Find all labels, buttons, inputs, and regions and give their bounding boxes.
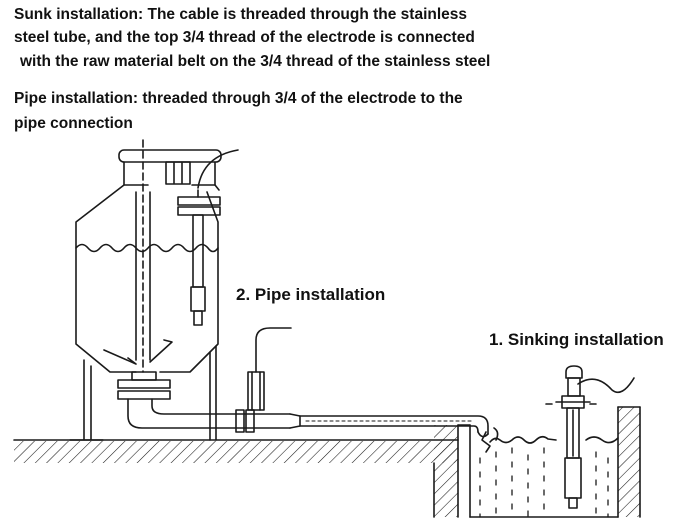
pipe-description-line-2: pipe connection xyxy=(14,115,133,132)
tank-electrode xyxy=(177,149,239,326)
pipe-description-line-1: Pipe installation: threaded through 3/4 … xyxy=(14,90,463,107)
flexible-hose xyxy=(289,413,489,438)
sinking-reservoir xyxy=(457,406,641,518)
sunk-description-line-3: with the raw material belt on the 3/4 th… xyxy=(20,53,491,70)
pipe-installation-label: 2. Pipe installation xyxy=(236,285,386,304)
pipe-electrode xyxy=(247,327,292,411)
storage-tank xyxy=(69,139,222,441)
sinking-installation-label: 1. Sinking installation xyxy=(489,330,664,349)
sunk-description-line-1: Sunk installation: The cable is threaded… xyxy=(14,6,468,23)
outlet-pipe xyxy=(127,398,291,433)
sunk-description-line-2: steel tube, and the top 3/4 thread of th… xyxy=(14,29,475,46)
ground xyxy=(13,424,459,518)
sinking-electrode xyxy=(545,365,635,509)
